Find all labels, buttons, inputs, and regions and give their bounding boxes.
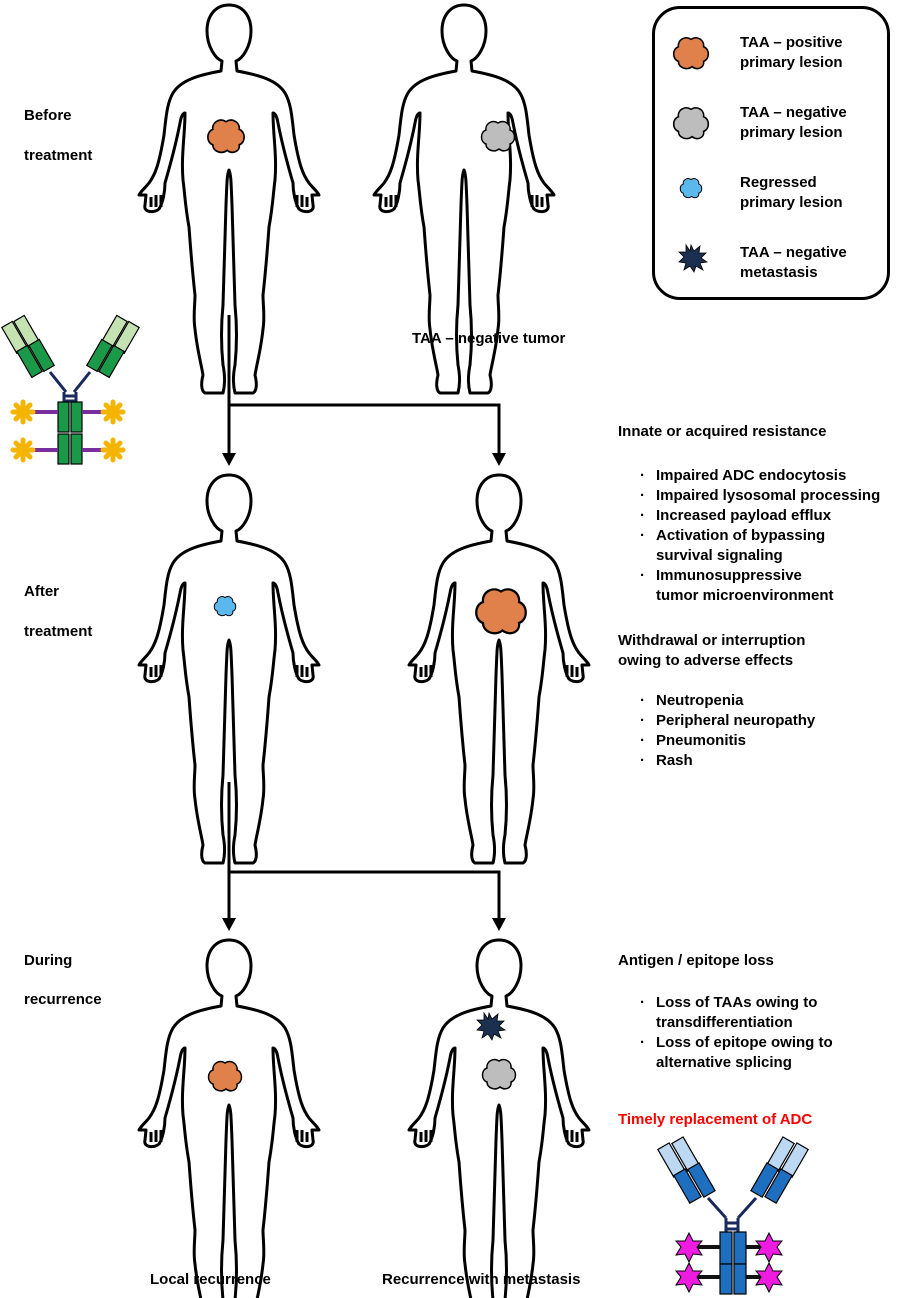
withdrawal-item: Peripheral neuropathy: [638, 711, 815, 731]
stage-label-during-1: During: [24, 952, 73, 969]
caption-taa-negative-tumor: TAA – negative tumor: [412, 330, 566, 347]
legend-label-metastasis-1: TAA – negative: [740, 244, 847, 261]
withdrawal-item: Rash: [638, 751, 815, 771]
withdrawal-list: NeutropeniaPeripheral neuropathyPneumoni…: [638, 691, 815, 771]
resistance-item: Impaired ADC endocytosis: [638, 466, 880, 486]
legend-label-regressed-1: Regressed: [740, 174, 817, 191]
antigen-loss-item: Loss of TAAs owing totransdifferentiatio…: [638, 993, 833, 1033]
legend-label-taa-positive-2: primary lesion: [740, 54, 843, 71]
stage-label-during-2: recurrence: [24, 991, 102, 1008]
legend-label-metastasis-2: metastasis: [740, 264, 818, 281]
adc-blue-icon: [657, 1136, 809, 1295]
resistance-list: Impaired ADC endocytosisImpaired lysosom…: [638, 466, 880, 606]
stage-label-before-2: treatment: [24, 147, 93, 164]
metastasis-icon: [476, 1011, 507, 1041]
legend-label-taa-positive-1: TAA – positive: [740, 34, 843, 51]
resistance-item: Impaired lysosomal processing: [638, 486, 880, 506]
arrows-before-to-after: [227, 315, 501, 455]
legend-box: [652, 6, 890, 300]
stage-label-after-2: treatment: [24, 623, 93, 640]
caption-local-recurrence: Local recurrence: [150, 1271, 271, 1288]
lesion-taa-positive-before: [207, 119, 245, 154]
lesion-taa-negative-recurrence: [481, 1058, 517, 1090]
antigen-loss-heading: Antigen / epitope loss: [618, 952, 774, 969]
body-local-recurrence: [137, 938, 321, 1298]
lesion-resistant-enlarged: [475, 588, 527, 635]
withdrawal-heading-2: owing to adverse effects: [618, 652, 794, 669]
resistance-heading: Innate or acquired resistance: [618, 423, 827, 440]
lesion-taa-negative-before: [480, 120, 516, 152]
legend-label-taa-negative-1: TAA – negative: [740, 104, 847, 121]
body-after-treatment-resistant: [407, 473, 591, 865]
withdrawal-item: Neutropenia: [638, 691, 815, 711]
antigen-loss-list: Loss of TAAs owing totransdifferentiatio…: [638, 993, 833, 1073]
lesion-local-recurrence: [207, 1060, 243, 1092]
arrowhead-recurrence-right: [492, 918, 506, 931]
legend-label-taa-negative-2: primary lesion: [740, 124, 843, 141]
resistance-item: Increased payload efflux: [638, 506, 880, 526]
legend-metastasis-icon: [678, 243, 709, 273]
stage-label-after-1: After: [24, 583, 60, 600]
body-recurrence-metastasis: [407, 938, 591, 1298]
lesion-regressed: [213, 596, 237, 617]
withdrawal-item: Pneumonitis: [638, 731, 815, 751]
caption-recurrence-metastasis: Recurrence with metastasis: [382, 1271, 581, 1288]
stage-label-before-1: Before: [24, 107, 72, 124]
arrowhead-after-left: [222, 453, 236, 466]
adc-green-icon: [1, 314, 140, 465]
legend-label-regressed-2: primary lesion: [740, 194, 843, 211]
withdrawal-heading-1: Withdrawal or interruption: [618, 632, 806, 649]
arrowhead-after-right: [492, 453, 506, 466]
arrowhead-recurrence-left: [222, 918, 236, 931]
replacement-heading: Timely replacement of ADC: [618, 1111, 813, 1128]
arrows-after-to-recurrence: [227, 782, 501, 920]
